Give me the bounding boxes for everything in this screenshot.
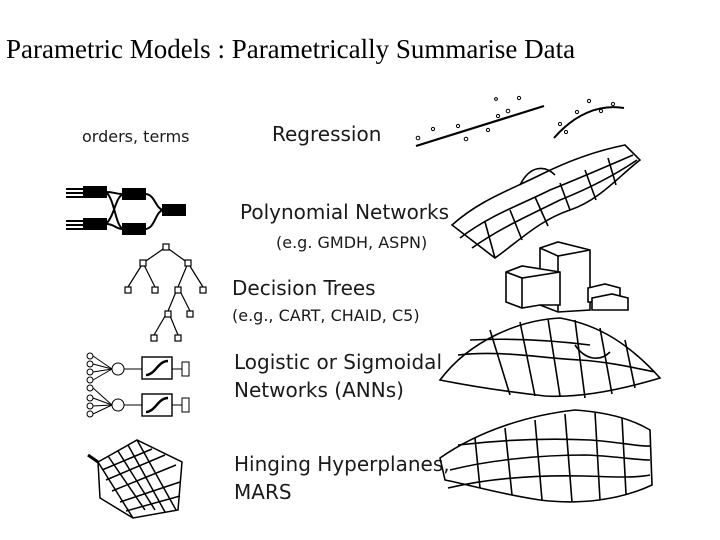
hinging-hyperplane-schematic (87, 439, 183, 519)
page-title: Parametric Models : Parametrically Summa… (6, 34, 576, 64)
left-header: orders, terms (82, 127, 190, 146)
model-logistic-label: Logistic or Sigmoidal (234, 350, 442, 374)
sigmoidal-surface (438, 317, 662, 399)
model-trees-label: Decision Trees (232, 276, 376, 300)
model-trees-example: (e.g., CART, CHAID, C5) (232, 306, 420, 325)
sigmoid-network-schematic (86, 352, 190, 418)
polynomial-surface (450, 144, 642, 259)
model-polynomial-example: (e.g. GMDH, ASPN) (276, 233, 428, 252)
hinging-surface (439, 409, 653, 503)
model-polynomial-label: Polynomial Networks (240, 200, 450, 224)
polynomial-network-schematic (66, 186, 186, 235)
model-regression-label: Regression (272, 122, 382, 146)
model-hinging-label: Hinging Hyperplanes, (234, 452, 450, 476)
decision-tree-blocks (505, 241, 629, 313)
model-hinging-example: MARS (234, 480, 292, 504)
regression-scatter (415, 95, 625, 148)
decision-tree-schematic (124, 243, 207, 342)
model-logistic-example: Networks (ANNs) (234, 378, 404, 402)
